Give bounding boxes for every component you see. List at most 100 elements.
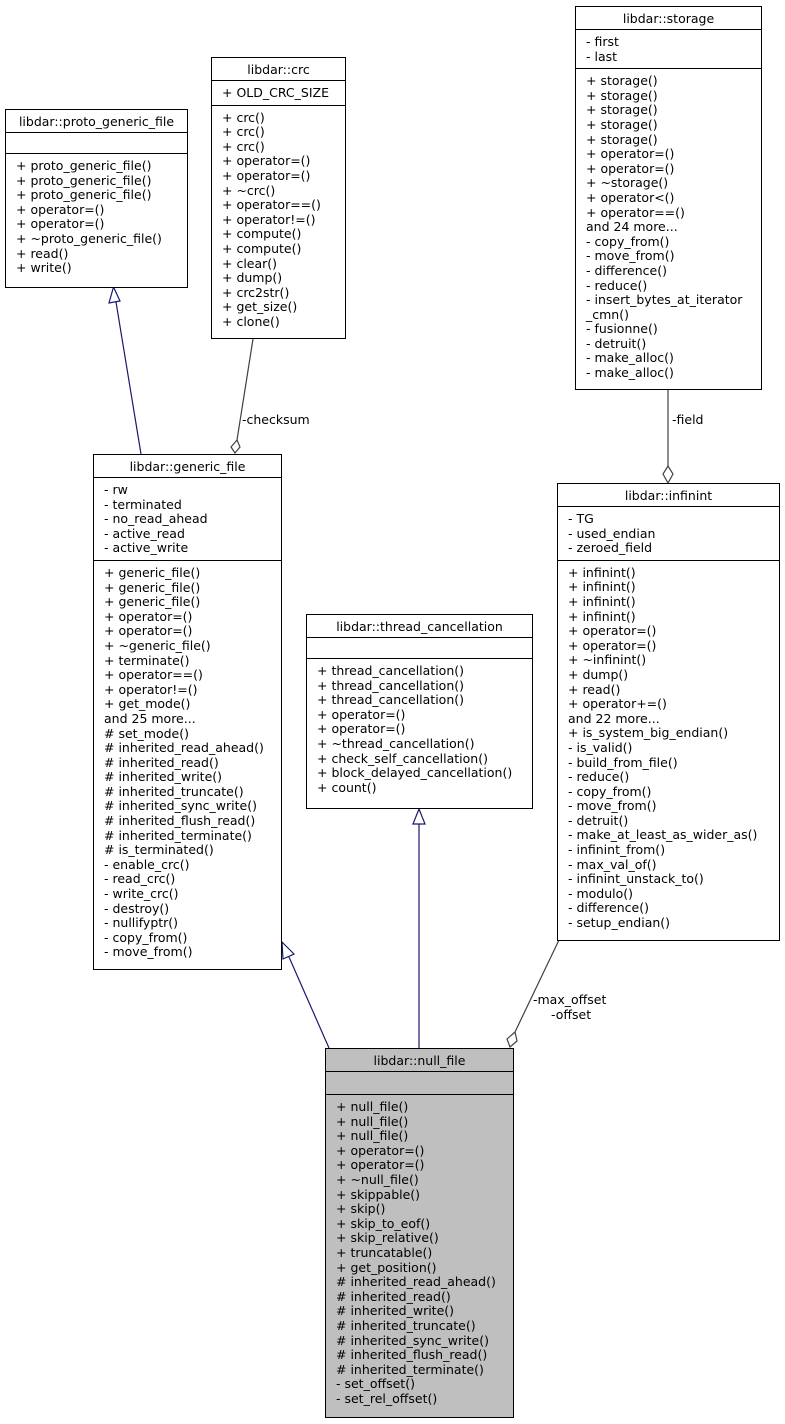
operation-item: - infinint_unstack_to() [568, 871, 704, 887]
class-storage: libdar::storage - first- last + storage(… [575, 6, 762, 390]
operation-item: + operator<() [586, 189, 675, 205]
operation-item: and 25 more... [104, 710, 196, 726]
operation-item: + operator=() [568, 623, 657, 639]
operation-item: + crc() [222, 138, 265, 154]
operation-item: + read() [568, 681, 621, 697]
operation-item: # inherited_terminate() [336, 1361, 484, 1377]
operation-item: + operator=() [222, 167, 311, 183]
operation-item: # inherited_truncate() [104, 783, 244, 799]
operation-item: + dump() [568, 666, 629, 682]
operation-item: + skip_relative() [336, 1230, 439, 1246]
operation-item: - reduce() [586, 277, 648, 293]
operation-item: + storage() [586, 116, 658, 132]
operation-item: + get_position() [336, 1259, 437, 1275]
attribute-item: - zeroed_field [568, 540, 653, 556]
operation-item: + infinint() [568, 564, 636, 580]
operation-item: + proto_generic_file() [16, 172, 152, 188]
operation-item: + clone() [222, 313, 280, 329]
operation-list: + storage()+ storage()+ storage()+ stora… [576, 69, 761, 384]
operation-item: - build_from_file() [568, 754, 678, 770]
operation-item: + infinint() [568, 593, 636, 609]
operation-item: + infinint() [568, 608, 636, 624]
operation-item: + operator=() [104, 623, 193, 639]
attribute-list: - first- last [576, 30, 761, 70]
operation-item: + skippable() [336, 1186, 421, 1202]
edge-label-field: -field [672, 412, 704, 427]
operation-item: + ~infinint() [568, 652, 647, 668]
class-title: libdar::infinint [558, 484, 779, 507]
operation-item: + compute() [222, 240, 302, 256]
operation-item: + thread_cancellation() [317, 692, 464, 708]
operation-item: + read() [16, 245, 69, 261]
operation-item: + compute() [222, 226, 302, 242]
operation-item: - make_alloc() [586, 365, 674, 381]
operation-item: + proto_generic_file() [16, 158, 152, 173]
attribute-item: - last [586, 48, 618, 64]
operation-item: + crc() [222, 109, 265, 125]
attribute-item: - no_read_ahead [104, 511, 208, 527]
class-title: libdar::null_file [326, 1049, 513, 1072]
operation-item: + storage() [586, 73, 658, 89]
class-title: libdar::proto_generic_file [6, 110, 187, 133]
operation-list: + infinint()+ infinint()+ infinint()+ in… [558, 561, 779, 935]
operation-item: + operator=() [222, 153, 311, 169]
operation-list: + proto_generic_file()+ proto_generic_fi… [6, 154, 187, 280]
operation-item: + operator!=() [104, 681, 198, 697]
operation-item: + operator=() [317, 706, 406, 722]
operation-item: + crc2str() [222, 284, 290, 300]
operation-item: + operator=() [16, 216, 105, 232]
operation-item: # inherited_write() [336, 1303, 455, 1319]
operation-item: - move_from() [104, 944, 193, 960]
class-null-file: libdar::null_file + null_file()+ null_fi… [325, 1048, 514, 1418]
operation-item: + null_file() [336, 1099, 409, 1114]
operation-item: # inherited_read() [336, 1288, 451, 1304]
operation-item: + operator=() [336, 1157, 425, 1173]
aggregation-diamond-offset [506, 1030, 518, 1049]
class-title: libdar::storage [576, 7, 761, 30]
operation-item: - fusionne() [586, 321, 658, 337]
operation-item: - make_alloc() [586, 350, 674, 366]
operation-item: + operator=() [336, 1142, 425, 1158]
attribute-item: - first [586, 34, 619, 49]
operation-item: - read_crc() [104, 871, 176, 887]
operation-item: + block_delayed_cancellation() [317, 765, 513, 781]
class-crc: libdar::crc + OLD_CRC_SIZE + crc()+ crc(… [211, 57, 346, 339]
operation-item: + thread_cancellation() [317, 677, 464, 693]
operation-item: # inherited_sync_write() [104, 798, 257, 814]
inheritance-arrowhead-generic [281, 940, 296, 960]
inheritance-edge-null-to-generic [288, 956, 330, 1049]
operation-item: # inherited_truncate() [336, 1317, 476, 1333]
operation-item: + operator+=() [568, 696, 667, 712]
operation-item: + operator=() [568, 637, 657, 653]
operation-item: - reduce() [568, 769, 630, 785]
operation-item: # inherited_write() [104, 769, 223, 785]
operation-list: + generic_file()+ generic_file()+ generi… [94, 561, 281, 964]
class-thread-cancellation: libdar::thread_cancellation + thread_can… [306, 614, 533, 809]
operation-item: - max_val_of() [568, 856, 657, 872]
operation-item: + ~generic_file() [104, 637, 211, 653]
edge-label-checksum: -checksum [242, 412, 310, 427]
operation-item: + operator!=() [222, 211, 316, 227]
edge-label-offset: -offset [551, 1007, 592, 1022]
operation-item: + operator=() [104, 608, 193, 624]
aggregation-diamond-field [662, 464, 674, 485]
operation-item: # inherited_flush_read() [104, 813, 256, 829]
operation-item: + operator=() [317, 721, 406, 737]
operation-item: + operator=() [586, 146, 675, 162]
operation-item: # inherited_sync_write() [336, 1332, 489, 1348]
operation-item: - modulo() [568, 885, 634, 901]
attribute-item: - used_endian [568, 525, 656, 541]
inheritance-arrowhead-thread [412, 807, 426, 825]
operation-item: # inherited_flush_read() [336, 1347, 488, 1363]
operation-item: + ~null_file() [336, 1171, 419, 1187]
operation-item: _cmn() [586, 306, 629, 322]
operation-item: + operator==() [222, 197, 321, 213]
operation-item: # set_mode() [104, 725, 190, 741]
operation-item: + ~storage() [586, 175, 669, 191]
operation-item: - copy_from() [104, 929, 188, 945]
operation-item: - is_valid() [568, 739, 633, 755]
operation-item: # inherited_read_ahead() [104, 740, 264, 756]
operation-item: - set_rel_offset() [336, 1390, 438, 1406]
edge-label-max-offset: -max_offset [533, 992, 607, 1007]
attribute-list: - TG- used_endian- zeroed_field [558, 507, 779, 561]
